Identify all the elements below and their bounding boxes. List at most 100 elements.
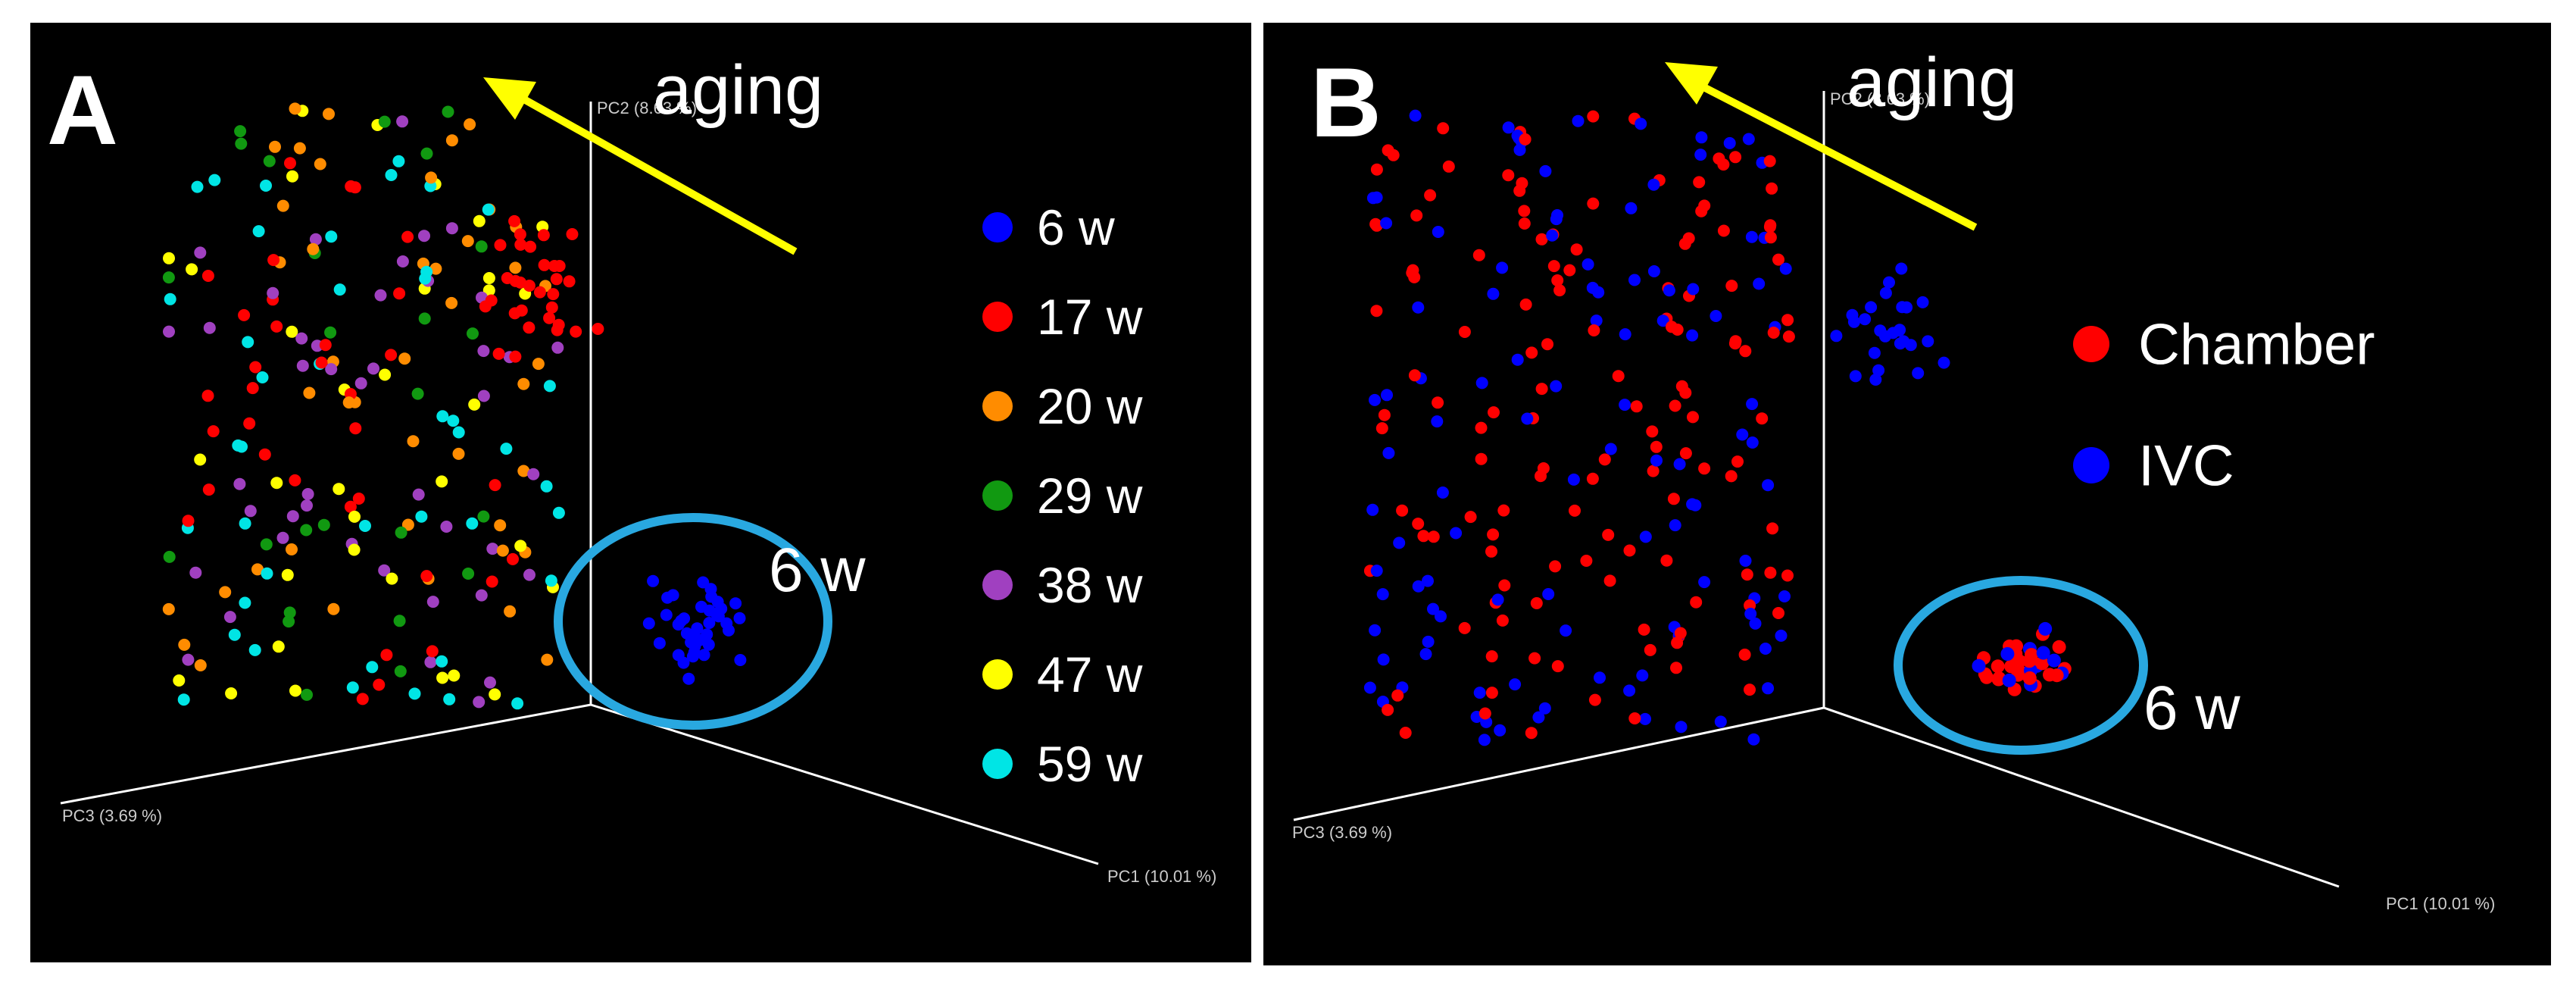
scatter-point — [1572, 114, 1585, 127]
scatter-point — [1417, 530, 1430, 543]
scatter-point — [1912, 367, 1925, 380]
scatter-point — [1381, 389, 1393, 402]
scatter-point — [225, 687, 238, 699]
scatter-point — [672, 618, 685, 631]
scatter-point — [504, 605, 517, 618]
scatter-point — [1673, 458, 1686, 471]
scatter-point — [420, 265, 433, 278]
scatter-point — [1580, 555, 1593, 567]
pc2-axis-label: PC2 (8.63 %) — [1830, 89, 1930, 108]
scatter-point — [1916, 296, 1929, 308]
scatter-point — [286, 170, 298, 183]
scatter-point — [1725, 470, 1738, 483]
scatter-point — [1475, 452, 1488, 465]
scatter-point — [2038, 621, 2053, 636]
scatter-point — [1478, 707, 1491, 720]
scatter-point — [1502, 169, 1515, 182]
scatter-point — [407, 435, 420, 448]
scatter-point — [194, 246, 207, 259]
scatter-point — [1849, 370, 1862, 383]
scatter-point — [352, 493, 365, 505]
scatter-point — [301, 499, 313, 512]
scatter-point — [1749, 617, 1762, 630]
scatter-point — [1422, 574, 1434, 587]
scatter-point — [333, 483, 345, 496]
scatter-point — [509, 274, 522, 287]
scatter-point — [201, 270, 214, 282]
scatter-point — [1427, 530, 1440, 543]
scatter-point — [466, 517, 479, 530]
scatter-point — [492, 347, 505, 360]
scatter-point — [1464, 511, 1477, 524]
scatter-point — [1869, 374, 1882, 386]
scatter-point — [1551, 274, 1564, 286]
scatter-point — [163, 325, 175, 338]
scatter-point — [1442, 160, 1455, 173]
scatter-point — [374, 289, 387, 302]
scatter-point — [263, 155, 276, 167]
scatter-point — [1518, 217, 1531, 230]
scatter-point — [1991, 659, 2005, 674]
legend-label: 29 w — [1037, 468, 1143, 524]
scatter-point — [1528, 652, 1541, 665]
scatter-point — [1450, 527, 1463, 540]
scatter-point — [442, 105, 454, 118]
scatter-point — [1612, 370, 1625, 383]
scatter-point — [1674, 627, 1687, 640]
scatter-point — [514, 540, 527, 552]
scatter-point — [1630, 400, 1643, 413]
scatter-point — [701, 628, 713, 641]
scatter-point — [1772, 607, 1784, 619]
scatter-point — [686, 650, 699, 663]
scatter-point — [443, 693, 456, 705]
scatter-point — [447, 415, 460, 427]
scatter-point — [1693, 176, 1706, 189]
scatter-point — [1525, 727, 1538, 740]
scatter-point — [494, 519, 507, 532]
scatter-point — [1475, 377, 1488, 390]
scatter-point — [398, 352, 411, 365]
scatter-point — [1366, 503, 1379, 516]
scatter-point — [1694, 149, 1707, 161]
scatter-point — [1766, 182, 1778, 195]
scatter-point — [1535, 383, 1548, 396]
scatter-point — [705, 590, 718, 603]
scatter-point — [1410, 209, 1423, 222]
scatter-point — [234, 125, 247, 138]
scatter-point — [1894, 324, 1906, 336]
scatter-point — [1772, 253, 1784, 266]
scatter-point — [1458, 621, 1471, 634]
scatter-point — [260, 180, 272, 192]
scatter-point — [482, 203, 495, 216]
scatter-point — [1382, 703, 1394, 716]
scatter-point — [642, 617, 655, 630]
scatter-point — [479, 300, 492, 313]
scatter-point — [552, 318, 565, 331]
scatter-point — [1570, 243, 1583, 256]
scatter-point — [1847, 315, 1860, 328]
scatter-point — [1541, 338, 1553, 351]
scatter-point — [672, 649, 685, 662]
scatter-point — [461, 235, 474, 248]
scatter-point — [1739, 345, 1752, 358]
scatter-point — [1781, 569, 1794, 582]
scatter-point — [484, 676, 496, 689]
scatter-point — [734, 654, 747, 666]
scatter-point — [1550, 213, 1563, 226]
scatter-point — [523, 280, 535, 292]
scatter-point — [1669, 519, 1681, 532]
scatter-point — [1830, 330, 1843, 343]
scatter-point — [508, 214, 521, 227]
scatter-point — [1646, 425, 1659, 438]
scatter-point — [500, 443, 513, 455]
scatter-point — [477, 345, 490, 358]
scatter-point — [723, 624, 735, 637]
six-week-cluster-ellipse — [554, 513, 832, 730]
scatter-point — [2012, 654, 2027, 668]
scatter-point — [367, 362, 379, 375]
scatter-point — [1778, 590, 1791, 602]
scatter-point — [286, 543, 298, 555]
scatter-point — [325, 230, 338, 243]
scatter-point — [1521, 412, 1534, 425]
scatter-point — [1744, 684, 1756, 696]
